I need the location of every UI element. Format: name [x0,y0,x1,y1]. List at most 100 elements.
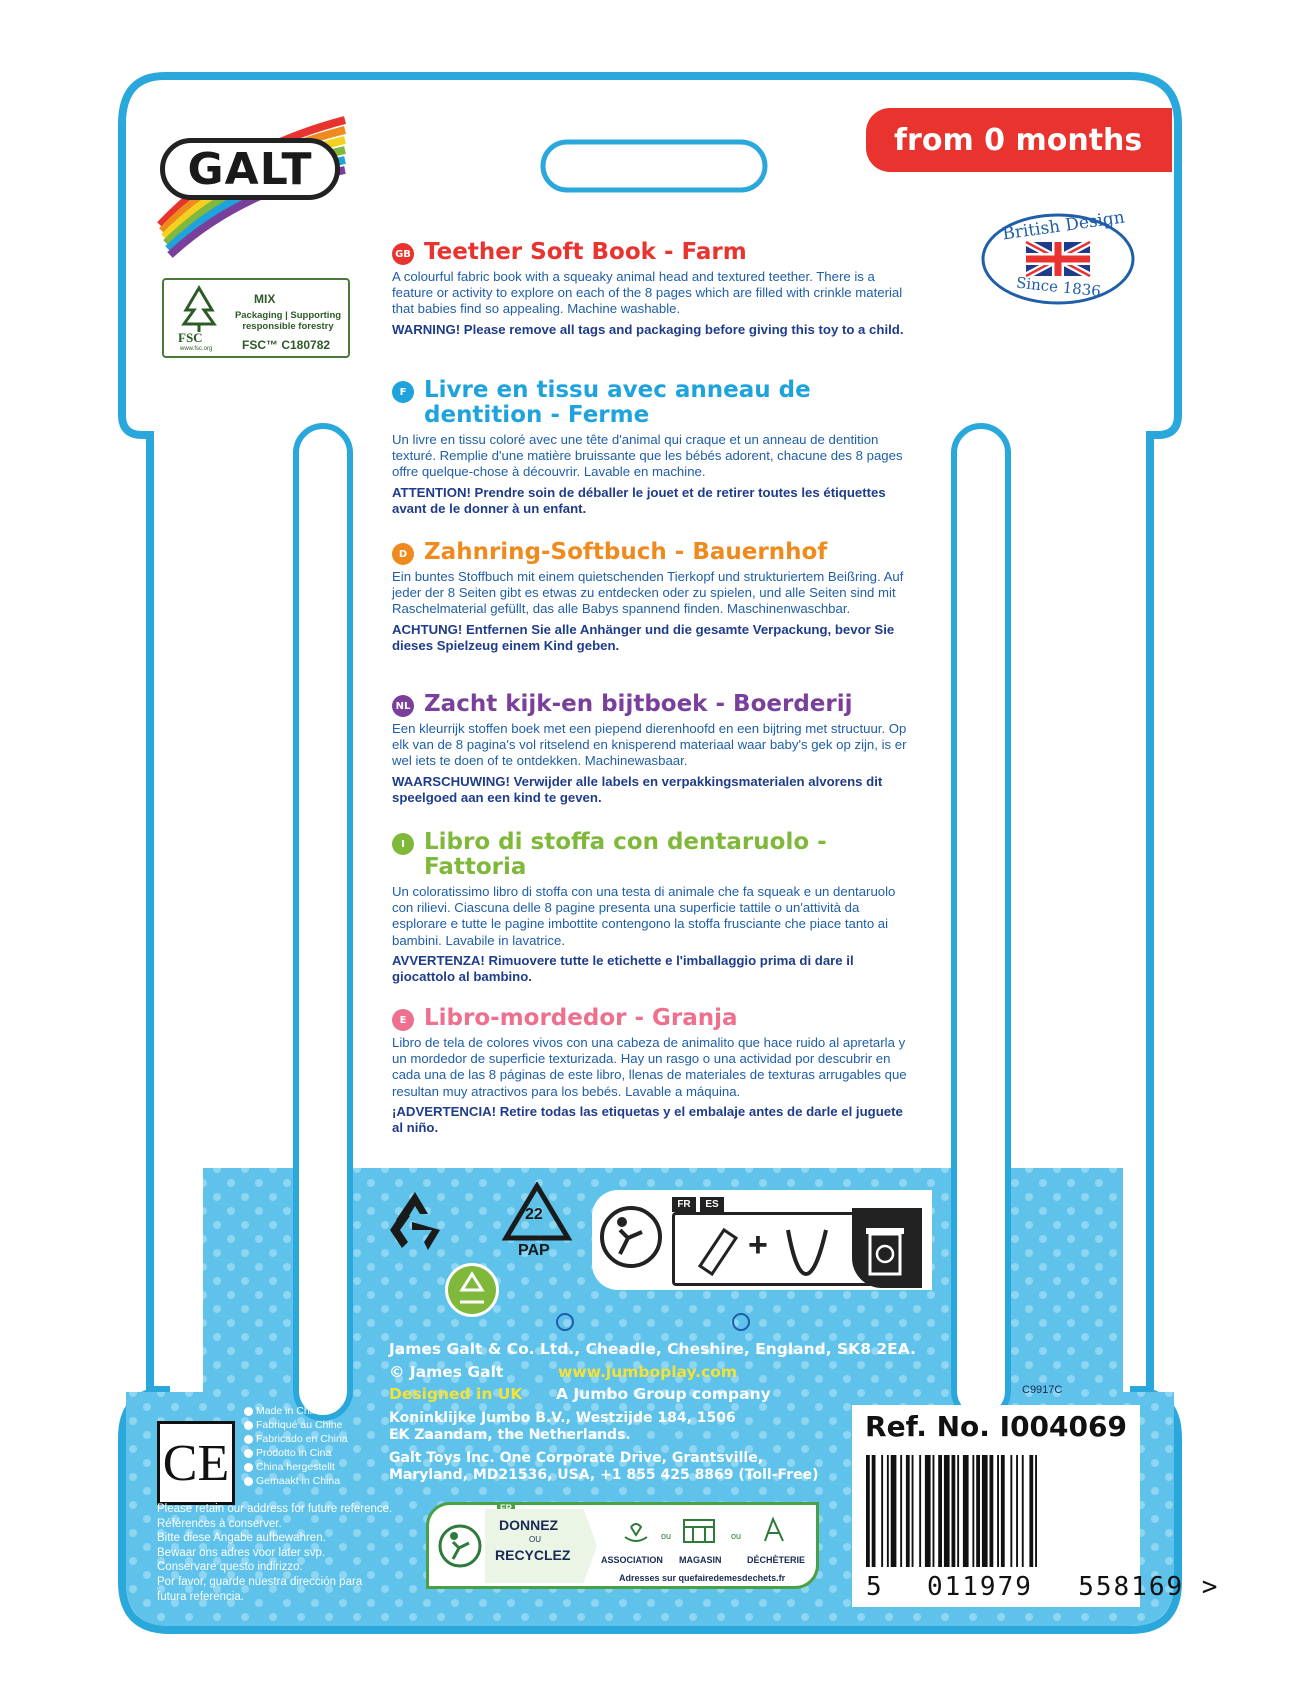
lang-badge-i: I [392,833,414,855]
british-design-seal: British Design Since 1836 [980,208,1136,306]
section-warning-d: ACHTUNG! Entfernen Sie alle Anhänger und… [392,621,895,653]
plastic-holder-icon [786,1229,828,1277]
section-d: D Zahnring-Softbuch - Bauernhof Ein bunt… [392,540,912,654]
made-in-text: Gemaakt in China [256,1475,341,1487]
pap-label: PAP [518,1242,550,1259]
barcode-tail: > [1201,1572,1220,1602]
reference-number: Ref. No. I004069 [852,1405,1140,1447]
section-body-f: Un livre en tissu coloré avec une tête d… [392,432,903,480]
made-in-item: China hergestellt [244,1460,348,1474]
section-e: E Libro-mordedor - Granja Libro de tela … [392,1006,912,1136]
barcode-bar [900,1455,903,1567]
age-badge: from 0 months [866,108,1172,172]
nl-address: Koninklijke Jumbo B.V., Westzijde 184, 1… [389,1410,736,1443]
recycling-bin-icon [866,1228,904,1276]
fsc-tree-icon [181,285,217,332]
tag-fr: FR [672,1197,696,1212]
fsc-packaging: Packaging | Supporting responsible fores… [234,310,342,332]
barcode-bar [871,1455,876,1567]
magasin-label: MAGASIN [679,1555,722,1565]
barcode-group-2: 558169 [1078,1572,1185,1602]
made-in-list: Made in China Fabriqué au Chine Fabricad… [244,1404,348,1488]
section-warning-e: ¡ADVERTENCIA! Retire todas las etiquetas… [392,1103,903,1136]
barcode-bar [938,1455,942,1567]
ce-mark: CE [157,1421,235,1505]
barcode-bar [1010,1455,1013,1567]
green-recycle-icon [445,1263,499,1317]
barcode-bar [976,1455,980,1567]
barcode-bar [905,1455,910,1567]
barcode-digits: 5 011979 558169 > [866,1572,1219,1602]
flag-dot-icon [244,1434,253,1444]
fsc-label: FSC www.fsc.org MIX Packaging | Supporti… [162,278,350,358]
made-in-item: Fabricado en China [244,1432,348,1446]
retain-line: Références à conserver. [157,1517,282,1530]
packaging-card-icon [697,1227,739,1277]
section-warning-gb: WARNING! Please remove all tags and pack… [392,321,904,337]
made-in-item: Gemaakt in China [244,1474,348,1488]
website-link[interactable]: www.jumboplay.com [558,1363,738,1381]
print-code: C9917C [1022,1384,1063,1396]
barcode-group-1: 011979 [926,1572,1033,1602]
lang-badge-gb: GB [392,243,414,265]
retain-line: Conservare questo indirizzo. [157,1561,303,1574]
barcode-lead-digit: 5 [866,1572,884,1602]
made-in-text: Fabricado en China [256,1433,348,1445]
made-in-item: Made in China [244,1404,348,1418]
barcode-bars [866,1455,1037,1567]
lang-badge-nl: NL [392,695,414,717]
union-flag-icon [981,213,1135,305]
retain-line: futura referencia. [157,1590,244,1603]
barcode-bar [1000,1455,1005,1567]
flag-dot-icon [244,1462,253,1472]
triman-icon [600,1206,662,1268]
section-title-e: Libro-mordedor - Granja [424,1005,738,1031]
store-icon [683,1519,715,1543]
lang-badge-d: D [392,543,414,565]
company-address: James Galt & Co. Ltd., Cheadle, Cheshire… [389,1340,916,1358]
adresses-link[interactable]: Adresses sur quefairedemesdechets.fr [619,1573,786,1583]
decheterie-label: DÉCHÈTERIE [747,1555,806,1565]
retain-line: Bitte diese Angabe aufbewahren. [157,1532,326,1545]
barcode-bar [962,1455,969,1567]
barcode-bar [1021,1455,1024,1567]
pap-number: 22 [525,1206,543,1223]
made-in-text: Prodotto in Cina [256,1447,332,1459]
section-title-nl: Zacht kijk-en bijtboek - Boerderij [424,691,853,717]
retain-line: Por favor, guarde nuestra dirección para [157,1575,363,1588]
recycle-icon [390,1192,440,1250]
flag-dot-icon [244,1448,253,1458]
ou-text: OU [529,1535,541,1544]
retain-line: Bewaar ons adres voor later svp. [157,1546,326,1559]
barcode-bar [981,1455,988,1567]
barcode-bar [1035,1455,1037,1567]
reference-text: Ref. No. I004069 [865,1409,1127,1443]
designed-in-uk: Designed in UK [389,1385,523,1403]
barcode-bar [924,1455,931,1567]
section-warning-nl: WAARSCHUWING! Verwijder alle labels en v… [392,773,883,805]
logo-text: GALT [187,143,313,195]
barcode-bar [886,1455,889,1567]
barcode-bar [932,1455,935,1567]
plus-sign: + [748,1226,768,1264]
barcode-bar [972,1455,975,1567]
section-i: I Libro di stoffa con dentaruolo - Fatto… [392,830,912,985]
tag-es: ES [700,1197,724,1212]
flag-dot-icon [244,1420,253,1430]
section-title-gb: Teether Soft Book - Farm [424,239,747,265]
barcode [852,1447,1140,1607]
fsc-site: www.fsc.org [180,346,213,352]
section-f: F Livre en tissu avec anneau de dentitio… [392,378,912,517]
association-hands-icon [624,1523,648,1542]
pap-triangle-icon [502,1182,572,1241]
made-in-item: Fabriqué au Chine [244,1418,348,1432]
flag-dot-icon [244,1476,253,1486]
section-body-nl: Een kleurrijk stoffen boek met een piepe… [392,721,907,769]
ou-small-2: ou [731,1531,742,1541]
age-badge-text: from 0 months [894,122,1143,158]
barcode-bar [1016,1455,1018,1567]
barcode-bar [890,1455,897,1567]
barcode-bar [919,1455,922,1567]
triman-small-icon [438,1524,482,1568]
